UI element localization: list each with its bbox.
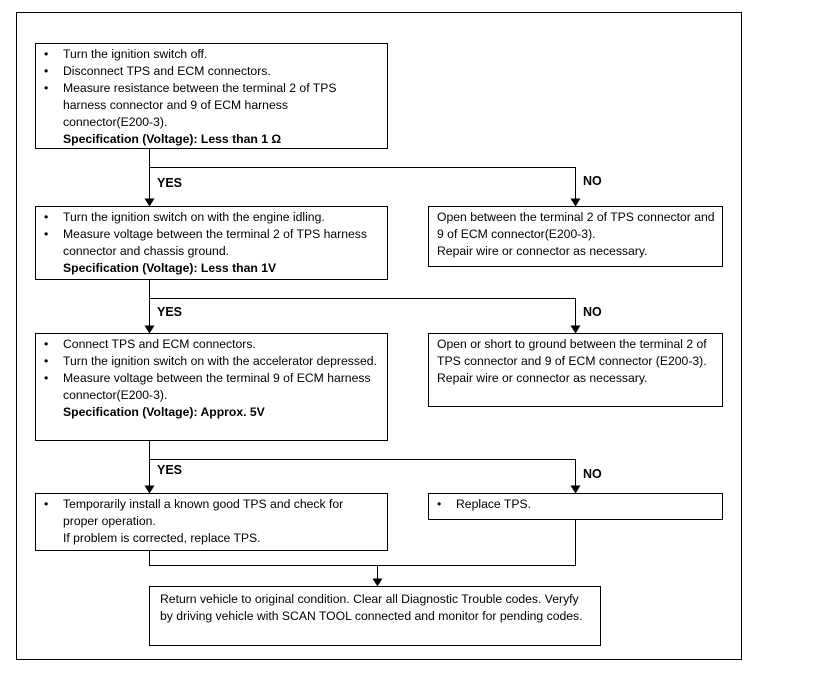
no-arrow-2 bbox=[149, 298, 581, 334]
no-label-3: NO bbox=[583, 467, 602, 481]
yes-label-3: YES bbox=[157, 463, 183, 477]
diagram-frame bbox=[16, 12, 742, 660]
step4-item: Temporarily install a known good TPS and… bbox=[44, 496, 381, 530]
step2-item: Measure voltage between the terminal 2 o… bbox=[44, 226, 381, 260]
step4-box: Temporarily install a known good TPS and… bbox=[35, 493, 388, 551]
step1-box: Turn the ignition switch off. Disconnect… bbox=[35, 43, 388, 149]
step1-item: Measure resistance between the terminal … bbox=[44, 80, 381, 131]
final-box: Return vehicle to original condition. Cl… bbox=[149, 586, 601, 646]
step1-item: Turn the ignition switch off. bbox=[44, 46, 381, 63]
final-text: Return vehicle to original condition. Cl… bbox=[160, 592, 583, 623]
no-label-1: NO bbox=[583, 174, 602, 188]
step2-box: Turn the ignition switch on with the eng… bbox=[35, 206, 388, 280]
step3-spec: Specification (Voltage): Approx. 5V bbox=[63, 405, 265, 419]
merge-line-left bbox=[149, 520, 576, 566]
step4-note: If problem is corrected, replace TPS. bbox=[63, 531, 261, 545]
no1-text: Open between the terminal 2 of TPS conne… bbox=[437, 210, 715, 241]
step3-item: Turn the ignition switch on with the acc… bbox=[44, 353, 381, 370]
step2-item: Turn the ignition switch on with the eng… bbox=[44, 209, 381, 226]
no3-box: Replace TPS. bbox=[428, 493, 723, 520]
no2-text: Open or short to ground between the term… bbox=[437, 337, 707, 368]
step3-item: Connect TPS and ECM connectors. bbox=[44, 336, 381, 353]
no2-box: Open or short to ground between the term… bbox=[428, 333, 723, 407]
no2-note: Repair wire or connector as necessary. bbox=[437, 371, 648, 385]
step3-item: Measure voltage between the terminal 9 o… bbox=[44, 370, 381, 404]
step3-box: Connect TPS and ECM connectors. Turn the… bbox=[35, 333, 388, 441]
step1-spec: Specification (Voltage): Less than 1 Ω bbox=[63, 132, 282, 146]
yes-label-1: YES bbox=[157, 176, 183, 190]
yes-label-2: YES bbox=[157, 305, 183, 319]
no1-note: Repair wire or connector as necessary. bbox=[437, 244, 648, 258]
no3-item: Replace TPS. bbox=[437, 496, 716, 513]
no-arrow-1 bbox=[149, 167, 581, 207]
step2-spec: Specification (Voltage): Less than 1V bbox=[63, 261, 277, 275]
no1-box: Open between the terminal 2 of TPS conne… bbox=[428, 206, 723, 267]
no-label-2: NO bbox=[583, 305, 602, 319]
no-arrow-3 bbox=[149, 459, 581, 494]
step1-item: Disconnect TPS and ECM connectors. bbox=[44, 63, 381, 80]
